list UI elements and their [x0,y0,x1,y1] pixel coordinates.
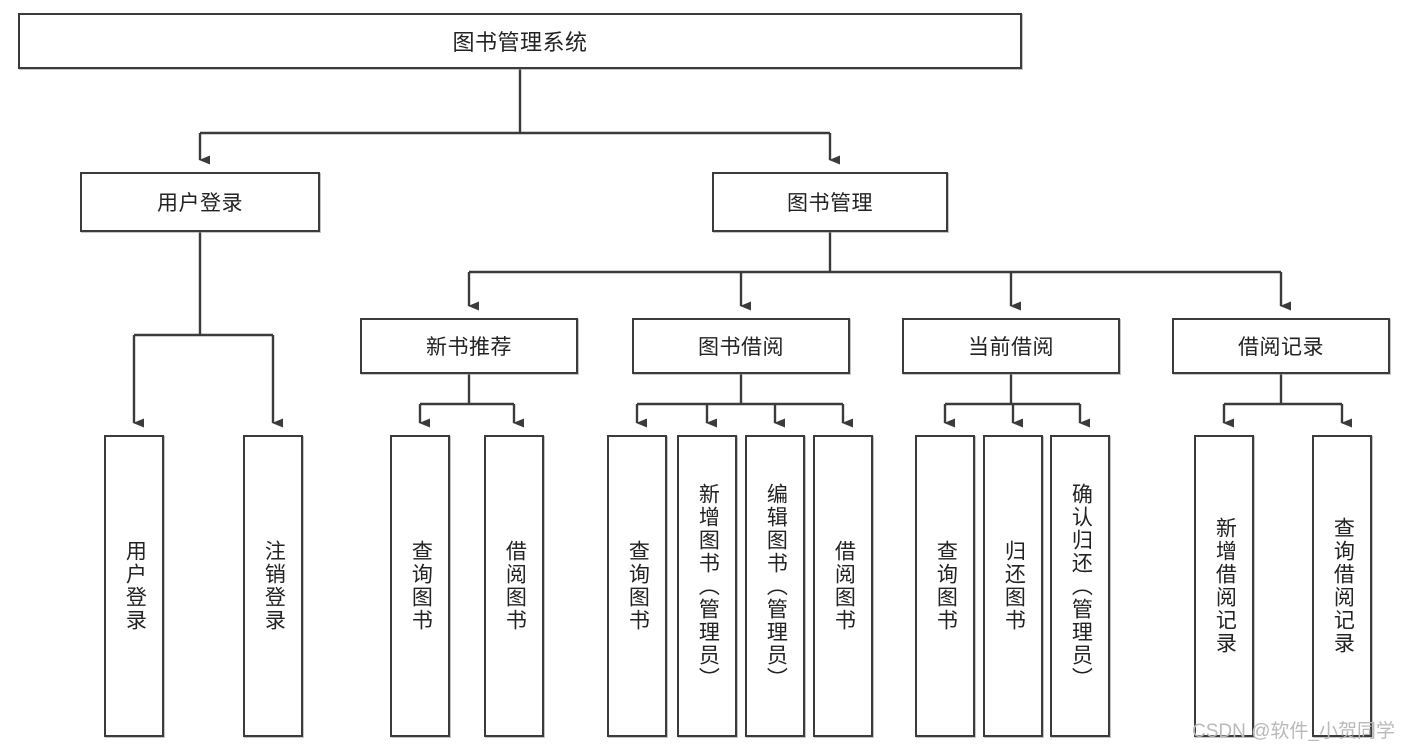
node-label: 注销登录 [262,540,286,632]
node-label: 归还图书 [1002,540,1026,632]
csdn-watermark: CSDN @软件_小贺同学 [1192,721,1395,742]
node-label: 查询图书 [934,540,958,632]
node-label: 图书管理 [787,192,873,215]
node-root[interactable]: 图书管理系统 [18,13,1022,69]
node-label: 新增图书（管理员） [696,482,720,690]
node-leaf-query-book-1[interactable]: 查询图书 [390,435,450,737]
node-leaf-query-book-3[interactable]: 查询图书 [915,435,975,737]
node-label: 借阅图书 [832,540,856,632]
node-leaf-query-record[interactable]: 查询借阅记录 [1312,435,1372,737]
node-leaf-logout-login[interactable]: 注销登录 [243,435,303,737]
node-leaf-query-book-2[interactable]: 查询图书 [607,435,667,737]
node-current-borrow[interactable]: 当前借阅 [902,318,1120,374]
node-new-book-rec[interactable]: 新书推荐 [360,318,578,374]
node-leaf-borrow-book-1[interactable]: 借阅图书 [484,435,544,737]
node-leaf-borrow-book-2[interactable]: 借阅图书 [813,435,873,737]
node-label: 编辑图书（管理员） [764,482,788,690]
node-label: 新增借阅记录 [1213,517,1237,655]
node-leaf-user-login[interactable]: 用户登录 [104,435,164,737]
node-label: 当前借阅 [968,336,1054,359]
node-leaf-return-book[interactable]: 归还图书 [983,435,1043,737]
node-label: 查询图书 [626,540,650,632]
node-user-login[interactable]: 用户登录 [80,172,320,232]
node-label: 图书管理系统 [452,30,588,55]
node-leaf-edit-book-admin[interactable]: 编辑图书（管理员） [745,435,805,737]
node-label: 图书借阅 [698,336,784,359]
node-label: 用户登录 [157,192,243,215]
node-leaf-add-book-admin[interactable]: 新增图书（管理员） [677,435,737,737]
node-label: 查询图书 [409,540,433,632]
node-label: 确认归还（管理员） [1069,482,1093,690]
node-label: 查询借阅记录 [1331,517,1355,655]
node-label: 新书推荐 [426,336,512,359]
node-label: 借阅记录 [1238,336,1324,359]
node-label: 借阅图书 [503,540,527,632]
node-borrow-record[interactable]: 借阅记录 [1172,318,1390,374]
node-book-borrow[interactable]: 图书借阅 [632,318,850,374]
node-label: 用户登录 [123,540,147,632]
node-leaf-confirm-return[interactable]: 确认归还（管理员） [1050,435,1110,737]
node-leaf-add-record[interactable]: 新增借阅记录 [1194,435,1254,737]
node-book-manage[interactable]: 图书管理 [712,172,948,232]
